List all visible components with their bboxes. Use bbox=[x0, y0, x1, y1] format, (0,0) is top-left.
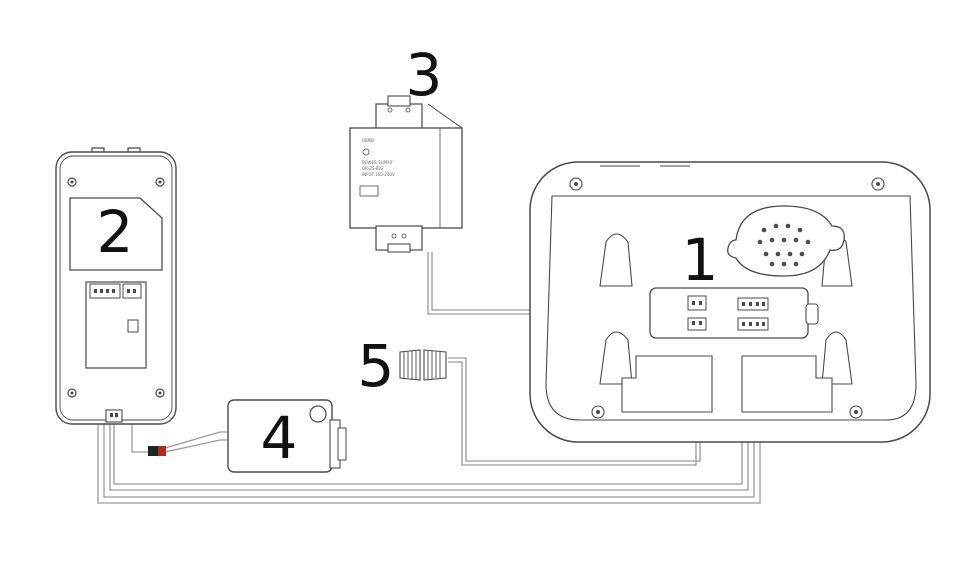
psu-brand: ORNO bbox=[362, 138, 374, 143]
monitor bbox=[529, 161, 931, 443]
label-monitor: 1 bbox=[682, 226, 719, 294]
power-supply bbox=[349, 95, 463, 253]
label-door-station: 2 bbox=[97, 198, 134, 266]
wire-lock-out-2 bbox=[164, 439, 230, 453]
lock bbox=[227, 399, 347, 473]
psu-line-1: POWER SUPPLY bbox=[362, 160, 393, 165]
door-station bbox=[55, 147, 177, 425]
monitor-speaker-holes bbox=[757, 223, 811, 267]
psu-label-area: ORNO POWER SUPPLY OR-ZS-802 INPUT 100-24… bbox=[362, 138, 395, 177]
wire-lock-out-1 bbox=[164, 431, 230, 449]
label-connector: 5 bbox=[358, 332, 395, 400]
connector bbox=[399, 349, 447, 381]
psu-line-3: INPUT 100-240V bbox=[362, 172, 395, 177]
lock-cable bbox=[148, 446, 166, 456]
label-power-supply: 3 bbox=[406, 41, 443, 109]
monitor-connector-pins bbox=[692, 301, 765, 326]
label-lock: 4 bbox=[261, 404, 298, 472]
psu-line-2: OR-ZS-802 bbox=[362, 166, 384, 171]
